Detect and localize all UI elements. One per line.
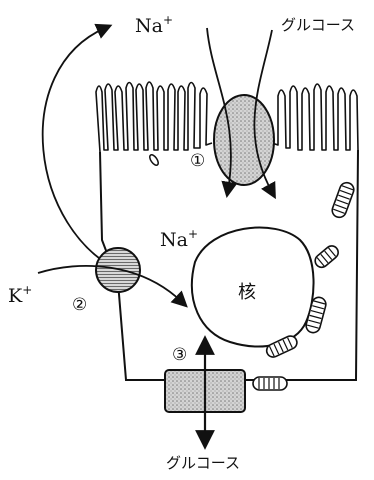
mitochondrion-5 <box>253 377 287 390</box>
transporter-2 <box>96 248 140 292</box>
na-inside-label: Na+ <box>160 227 198 251</box>
microvilli-right <box>272 84 358 150</box>
k-label: K+ <box>8 283 32 307</box>
transporter-1 <box>214 95 274 185</box>
mitochondrion-1 <box>330 181 355 220</box>
glucose-bottom-label: グルコース <box>166 454 240 472</box>
microvilli-left <box>96 82 212 152</box>
na-top-label: Na+ <box>135 13 173 37</box>
marker-3: ③ <box>172 345 187 365</box>
nucleus-label: 核 <box>238 282 256 303</box>
marker-2: ② <box>72 295 87 315</box>
marker-1: ① <box>190 151 205 171</box>
vesicle <box>148 153 160 166</box>
mitochondrion-2 <box>313 243 341 270</box>
na-efflux-arrow <box>43 28 122 272</box>
glucose-top-label: グルコース <box>281 16 355 34</box>
